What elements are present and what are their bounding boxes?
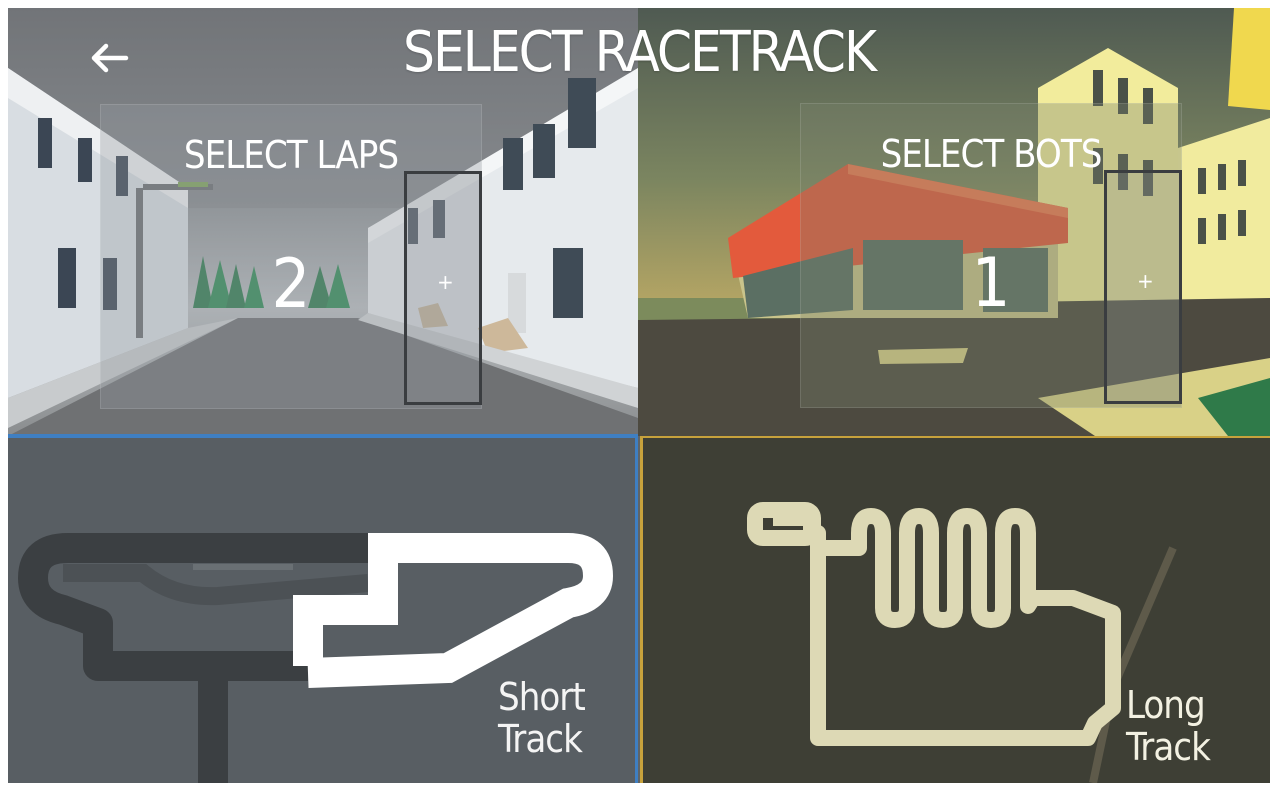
short-track-label: Short Track	[498, 675, 586, 761]
street-scene-background	[8, 8, 638, 436]
laps-selector-title: SELECT LAPS	[183, 133, 399, 177]
laps-selector: SELECT LAPS 2 +	[100, 104, 482, 409]
arrow-left-icon	[91, 43, 129, 73]
bots-selector: SELECT BOTS 1 +	[800, 103, 1182, 408]
long-track-label: Long Track	[1126, 683, 1211, 769]
short-track-accent-line	[8, 434, 638, 438]
long-track-map-icon	[747, 502, 1177, 783]
plus-icon: +	[437, 270, 454, 294]
plus-icon: +	[1137, 269, 1154, 293]
game-screen: Short Track Long Track SELECT LAPS 2 + S…	[8, 8, 1270, 783]
bots-increment-button[interactable]: +	[1104, 170, 1182, 404]
bots-count: 1	[971, 244, 1011, 323]
shop-scene-background	[638, 8, 1270, 436]
bots-selector-title: SELECT BOTS	[880, 132, 1103, 176]
long-track-label-line1: Long	[1126, 683, 1206, 727]
short-track-map-icon	[18, 533, 614, 783]
laps-count: 2	[271, 245, 311, 324]
long-track-label-line2: Track	[1126, 725, 1211, 769]
short-track-label-line1: Short	[498, 675, 586, 719]
laps-increment-button[interactable]: +	[404, 171, 482, 405]
short-track-label-line2: Track	[498, 717, 583, 761]
page-title: SELECT RACETRACK	[402, 20, 877, 85]
long-track-card[interactable]: Long Track	[640, 438, 1270, 783]
back-button[interactable]	[86, 36, 134, 80]
short-track-card[interactable]: Short Track	[8, 438, 638, 783]
